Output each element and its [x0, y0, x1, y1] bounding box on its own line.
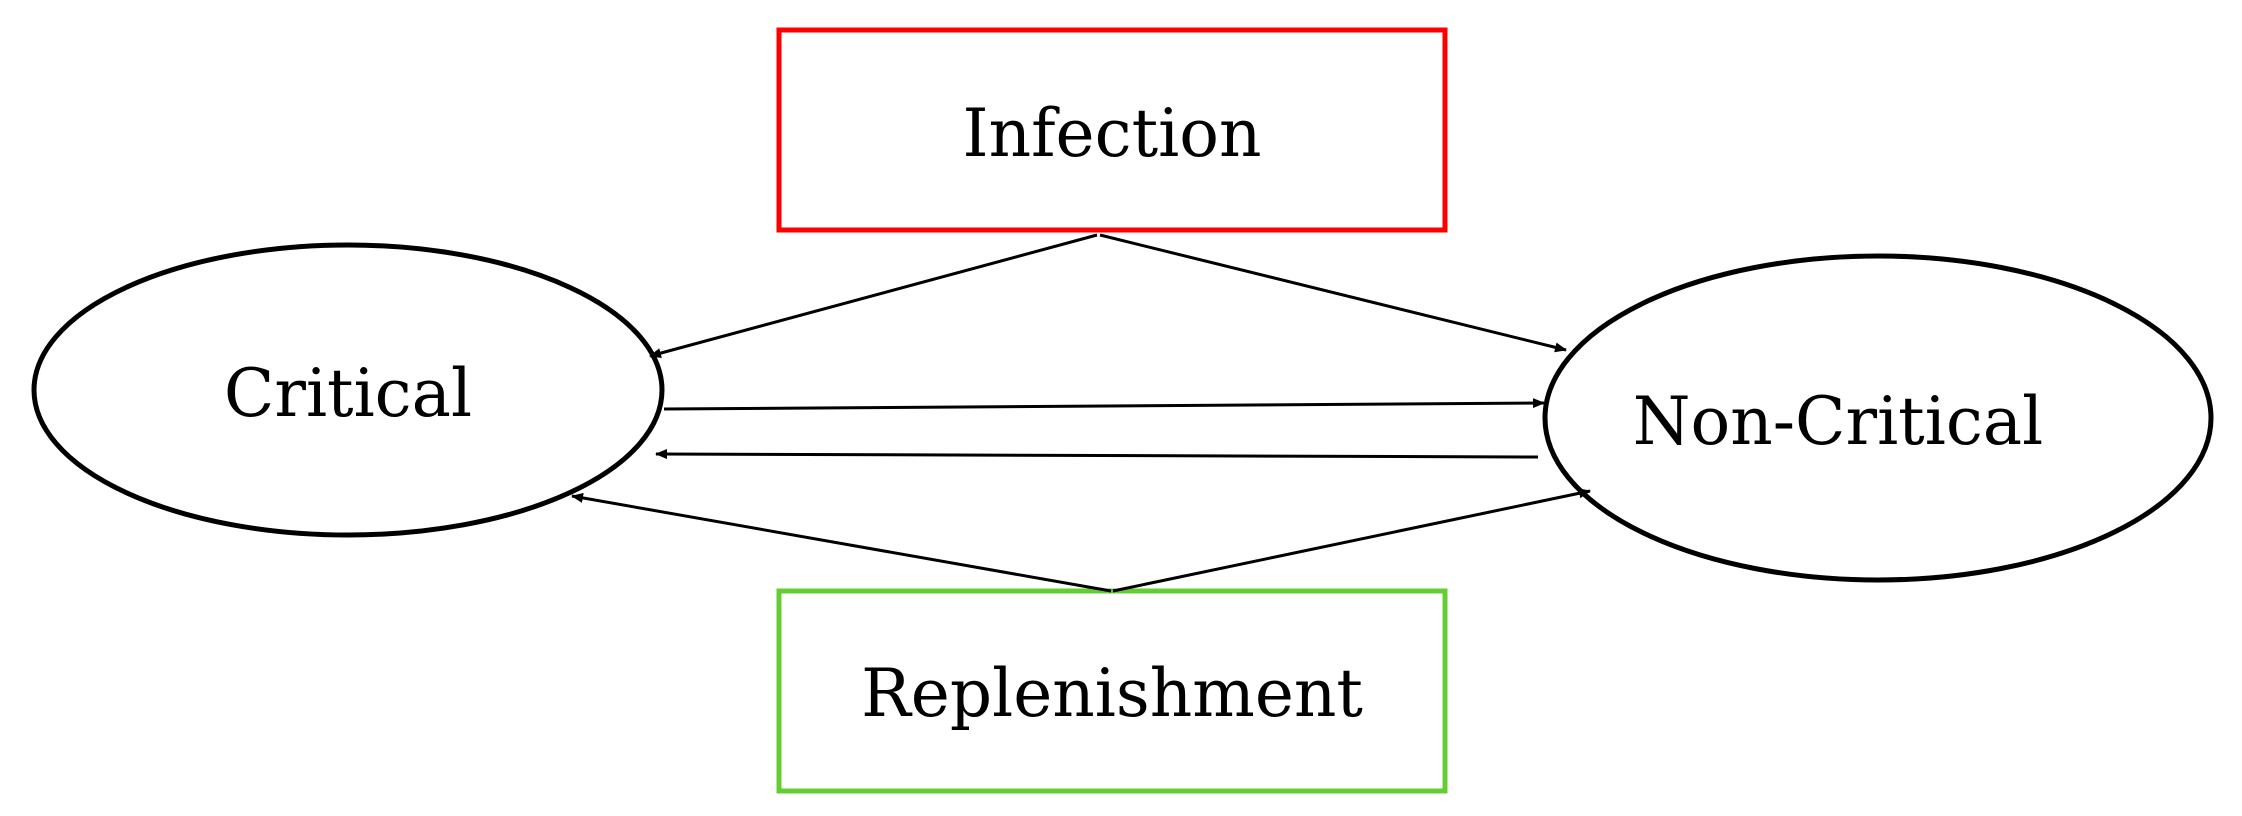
- replenishment-node: Replenishment: [776, 588, 1448, 794]
- edges: [571, 233, 1591, 593]
- edge-infection-to-non-critical: [1099, 233, 1567, 353]
- edge-replenishment-to-critical: [571, 492, 1112, 593]
- infection-node: Infection: [776, 27, 1448, 233]
- critical-ellipse: [31, 242, 665, 538]
- non-critical-label: Non-Critical: [1633, 383, 2044, 460]
- replenishment-label: Replenishment: [861, 655, 1363, 732]
- edge-critical-to-non-critical: [663, 398, 1545, 411]
- edge-non-critical-to-critical: [655, 449, 1539, 460]
- infection-label: Infection: [963, 95, 1262, 172]
- replenishment-box: [776, 588, 1448, 794]
- edge-replenishment-to-non-critical: [1112, 488, 1591, 593]
- critical-node: Critical: [31, 242, 665, 538]
- edge-infection-to-critical: [649, 233, 1098, 358]
- infection-box: [776, 27, 1448, 233]
- non-critical-node: Non-Critical: [1542, 253, 2214, 583]
- non-critical-ellipse: [1542, 253, 2214, 583]
- critical-label: Critical: [224, 355, 472, 432]
